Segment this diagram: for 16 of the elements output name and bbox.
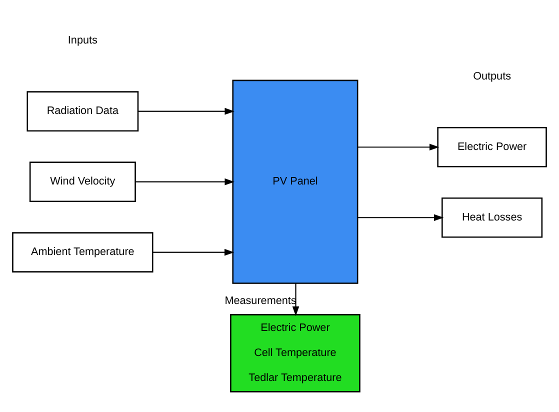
arrow (358, 143, 440, 150)
node-box: Wind Velocity (29, 161, 136, 202)
node-box: PV Panel (232, 79, 358, 284)
arrow (292, 282, 300, 316)
arrow (358, 214, 444, 221)
node-box: Heat Losses (442, 196, 543, 238)
arrow (136, 178, 234, 185)
edge-label: Measurements (224, 294, 296, 306)
arrow (138, 107, 234, 114)
label: Inputs (68, 34, 98, 46)
node-box: Electric Power (437, 126, 547, 167)
arrow (152, 248, 234, 256)
node-box: Radiation Data (26, 90, 139, 132)
node-box: Ambient Temperature (12, 232, 154, 272)
node-box: Electric Power Cell Temperature Tedlar Temperature (230, 314, 360, 392)
label: Outputs (473, 70, 512, 82)
